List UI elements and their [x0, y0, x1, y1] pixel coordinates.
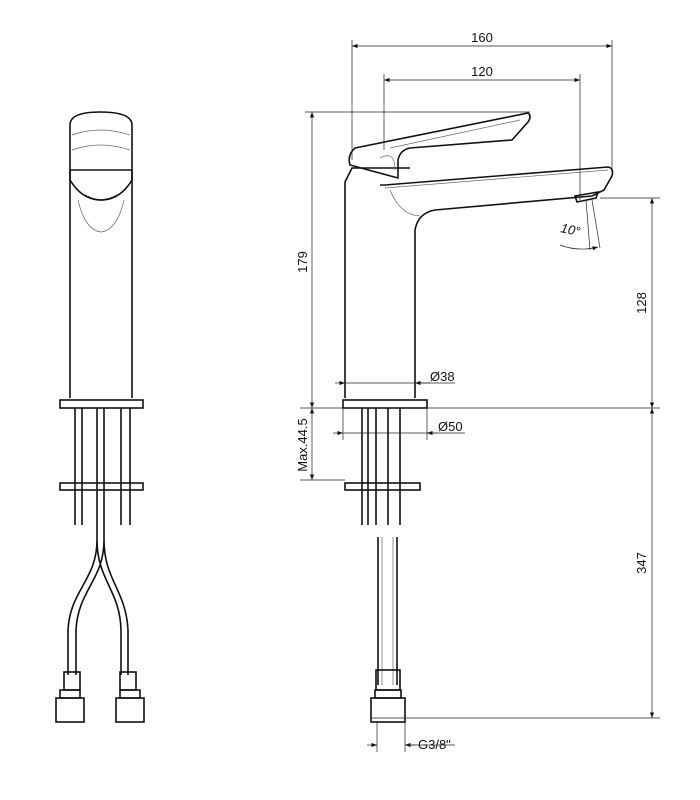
label-179: 179: [295, 251, 310, 273]
label-max-44-5: Max.44.5: [295, 418, 310, 471]
side-lever: [348, 112, 531, 180]
label-347: 347: [634, 552, 649, 574]
side-body: [344, 167, 410, 398]
label-160: 160: [471, 30, 493, 45]
label-120: 120: [471, 64, 493, 79]
dimension-lines: [300, 40, 660, 752]
label-128: 128: [634, 292, 649, 314]
label-g3-8: G3/8": [418, 737, 451, 752]
front-spout-outlet: [69, 169, 133, 201]
aerator: [573, 190, 600, 203]
front-view: [55, 111, 145, 723]
label-d50: Ø50: [438, 419, 463, 434]
dimension-labels: 160 120 179 128 347 Max.44.5 Ø38 Ø50 G3/…: [295, 30, 649, 752]
side-spout: [380, 166, 614, 398]
label-10-deg: 10°: [559, 220, 581, 239]
label-d38: Ø38: [430, 369, 455, 384]
side-view: [342, 112, 614, 723]
front-body: [69, 111, 133, 398]
